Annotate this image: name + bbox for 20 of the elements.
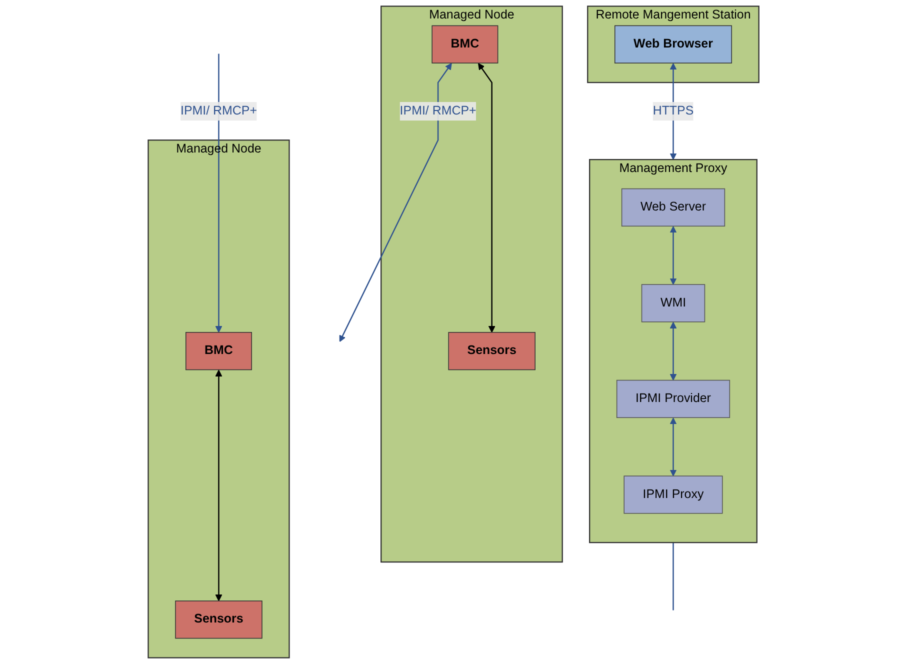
edge-label: IPMI/ RMCP+ (400, 104, 476, 118)
arrow (339, 63, 452, 342)
arrow (215, 370, 222, 602)
node-box: BMC (185, 332, 252, 370)
arrow (215, 54, 222, 333)
node-box: Sensors (175, 600, 262, 639)
node-box: IPMI Provider (616, 380, 730, 418)
node-box: Web Browser (614, 25, 732, 64)
node-box: IPMI Proxy (624, 476, 723, 514)
edge-label: IPMI/ RMCP+ (180, 104, 257, 118)
node-box: WMI (641, 284, 706, 322)
connector (672, 542, 674, 610)
node-box: Web Server (621, 188, 726, 227)
edge-label: HTTPS (652, 104, 694, 118)
arrow (670, 418, 677, 476)
arrow (478, 63, 496, 333)
node-box: BMC (432, 25, 498, 64)
node-box: Sensors (448, 332, 536, 370)
arrow (670, 226, 677, 285)
arrow (670, 322, 677, 381)
